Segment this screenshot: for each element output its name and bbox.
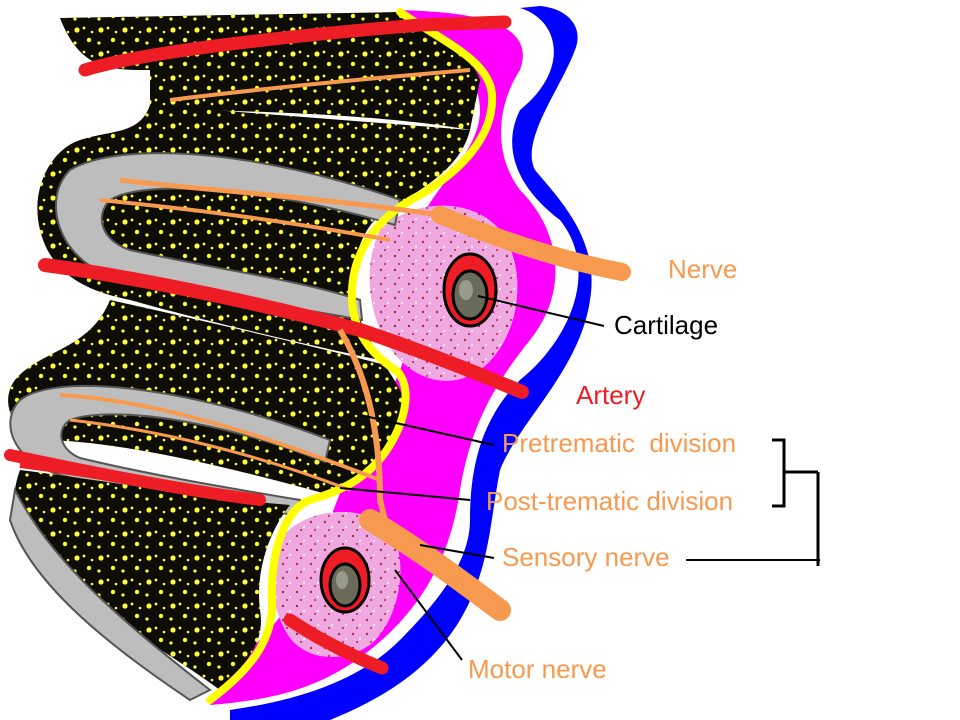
lower-arch-body-dots [14, 470, 291, 690]
upper-cartilage [442, 252, 498, 328]
upper-nerve-branch-2 [99, 198, 391, 242]
lower-nerve-trunk [359, 509, 511, 621]
post-trematic-division-label: Post-trematic division [486, 486, 733, 516]
leader-pretrematic [359, 414, 495, 446]
motor-nerve-label: Motor nerve [468, 654, 607, 684]
bottom-artery [283, 613, 389, 675]
outer-blue-edge [230, 6, 592, 720]
leader-lines [339, 295, 820, 661]
leader-sensory [419, 544, 495, 559]
inner-bracket [772, 438, 786, 508]
division-brackets [772, 438, 820, 566]
artery-label: Artery [576, 380, 645, 410]
sensory-nerve-label: Sensory nerve [502, 542, 670, 572]
yellow-border [206, 8, 497, 704]
upper-nerve-branch-1 [119, 177, 441, 218]
middle-small-artery [19, 462, 121, 483]
leader-cartilage [477, 295, 605, 327]
leader-post-trematic [339, 487, 471, 501]
lower-artery [4, 449, 266, 506]
top-artery [78, 15, 512, 77]
cartilage-label: Cartilage [614, 310, 718, 340]
pretrematic-division-label: Pretrematic division [502, 428, 736, 458]
top-nerve-branch [169, 68, 471, 102]
leader-motor [394, 569, 463, 661]
magenta-membrane [210, 10, 556, 705]
top-filament-band-dots [60, 12, 480, 130]
upper-nerve-trunk [431, 206, 631, 281]
mid-nerve-branch-2 [69, 418, 351, 492]
nerve-label: Nerve [668, 254, 737, 284]
mid-nerve-branch [59, 393, 381, 482]
upper-artery [38, 258, 529, 399]
bottom-gray-sweep [8, 486, 212, 702]
lower-cartilage [319, 546, 371, 614]
